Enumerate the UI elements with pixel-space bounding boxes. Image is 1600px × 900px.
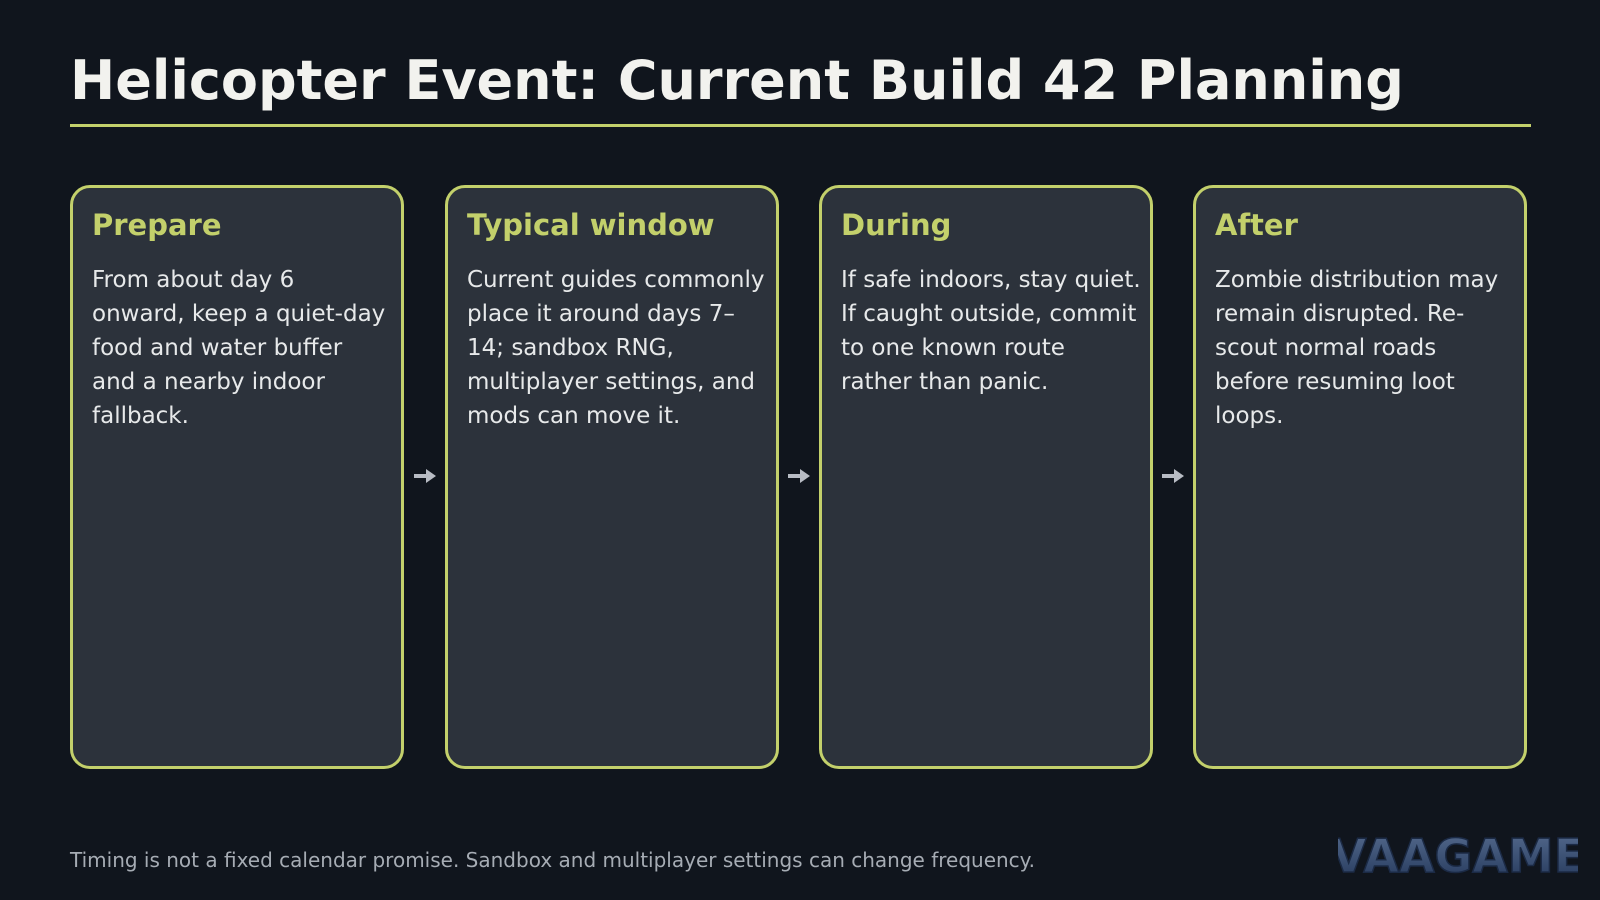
- footnote: Timing is not a fixed calendar promise. …: [70, 848, 1036, 872]
- title-underline: [70, 124, 1531, 127]
- page-title: Helicopter Event: Current Build 42 Plann…: [70, 49, 1404, 112]
- step-description: Current guides commonly place it around …: [467, 267, 765, 429]
- step-card-after: After Zombie distribution may remain dis…: [1193, 185, 1527, 769]
- step-title: During: [841, 208, 952, 242]
- arrow-right-icon: [414, 469, 436, 483]
- step-card-typical-window: Typical window Current guides commonly p…: [445, 185, 779, 769]
- svg-text:VAAGAME: VAAGAME: [1338, 830, 1578, 880]
- step-title: Typical window: [467, 208, 715, 242]
- step-card-prepare: Prepare From about day 6 onward, keep a …: [70, 185, 404, 769]
- arrow-right-icon: [1162, 469, 1184, 483]
- arrow-right-icon: [788, 469, 810, 483]
- step-description: From about day 6 onward, keep a quiet-da…: [92, 267, 386, 429]
- vaagame-logo: VAAGAME: [1338, 830, 1578, 880]
- step-card-during: During If safe indoors, stay quiet. If c…: [819, 185, 1153, 769]
- process-flow: Prepare From about day 6 onward, keep a …: [70, 185, 1530, 771]
- step-title: After: [1215, 208, 1298, 242]
- step-description: Zombie distribution may remain disrupted…: [1215, 267, 1499, 429]
- step-description: If safe indoors, stay quiet. If caught o…: [841, 267, 1141, 395]
- step-title: Prepare: [92, 208, 222, 242]
